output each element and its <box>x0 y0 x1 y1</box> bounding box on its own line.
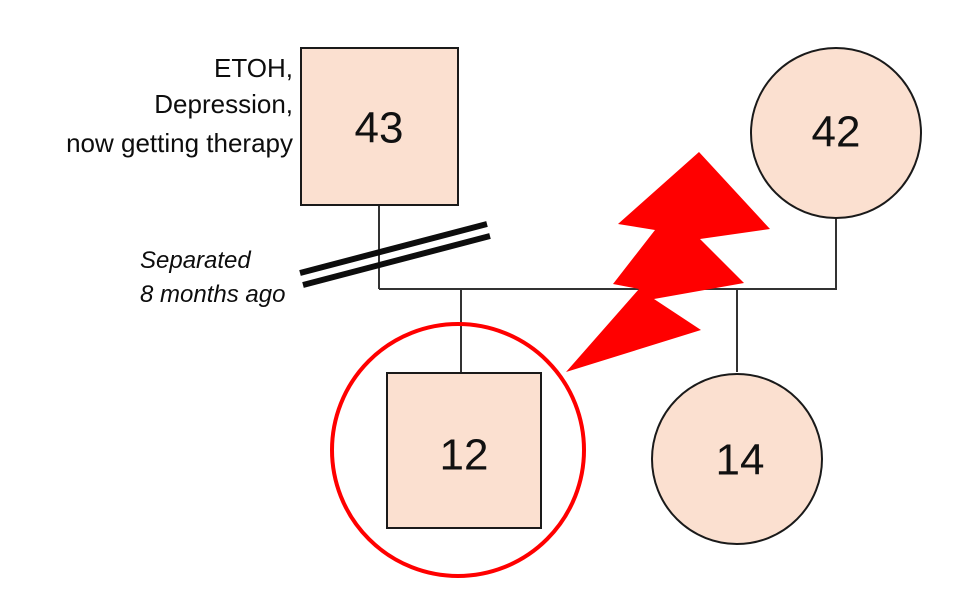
separation-slash-1 <box>299 221 488 276</box>
lightning-bolt-shape <box>566 152 770 372</box>
family-connector-lines <box>378 205 837 374</box>
father-square-symbol[interactable] <box>300 47 459 206</box>
index-patient-highlight-ring <box>330 322 586 578</box>
father-age-label: 43 <box>355 104 404 153</box>
mother-age-label: 42 <box>812 108 861 157</box>
son-square-symbol[interactable] <box>386 372 542 529</box>
separation-note-line-1: Separated <box>140 247 251 274</box>
person-node-mother[interactable]: 42 <box>750 47 922 219</box>
person-node-father[interactable]: 43 <box>300 47 459 206</box>
father-note-line-2: Depression, <box>154 89 293 119</box>
father-note-line-3: now getting therapy <box>66 128 293 158</box>
separation-note-annotation: Separated 8 months ago <box>140 247 285 308</box>
father-notes-annotation: ETOH, Depression, now getting therapy <box>66 53 293 158</box>
stressor-lightning-bolt-icon <box>566 152 770 372</box>
daughter-age-label: 14 <box>716 436 765 485</box>
separation-note-line-2: 8 months ago <box>140 281 285 308</box>
red-highlight-circle <box>330 322 586 578</box>
father-note-line-1: ETOH, <box>214 53 293 83</box>
separation-slash-2 <box>302 233 491 288</box>
mother-circle-symbol[interactable] <box>750 47 922 219</box>
person-node-daughter[interactable]: 14 <box>651 373 823 545</box>
person-node-son[interactable]: 12 <box>386 372 542 529</box>
daughter-circle-symbol[interactable] <box>651 373 823 545</box>
separation-slash-marker <box>299 221 491 288</box>
son-age-label: 12 <box>440 431 489 480</box>
